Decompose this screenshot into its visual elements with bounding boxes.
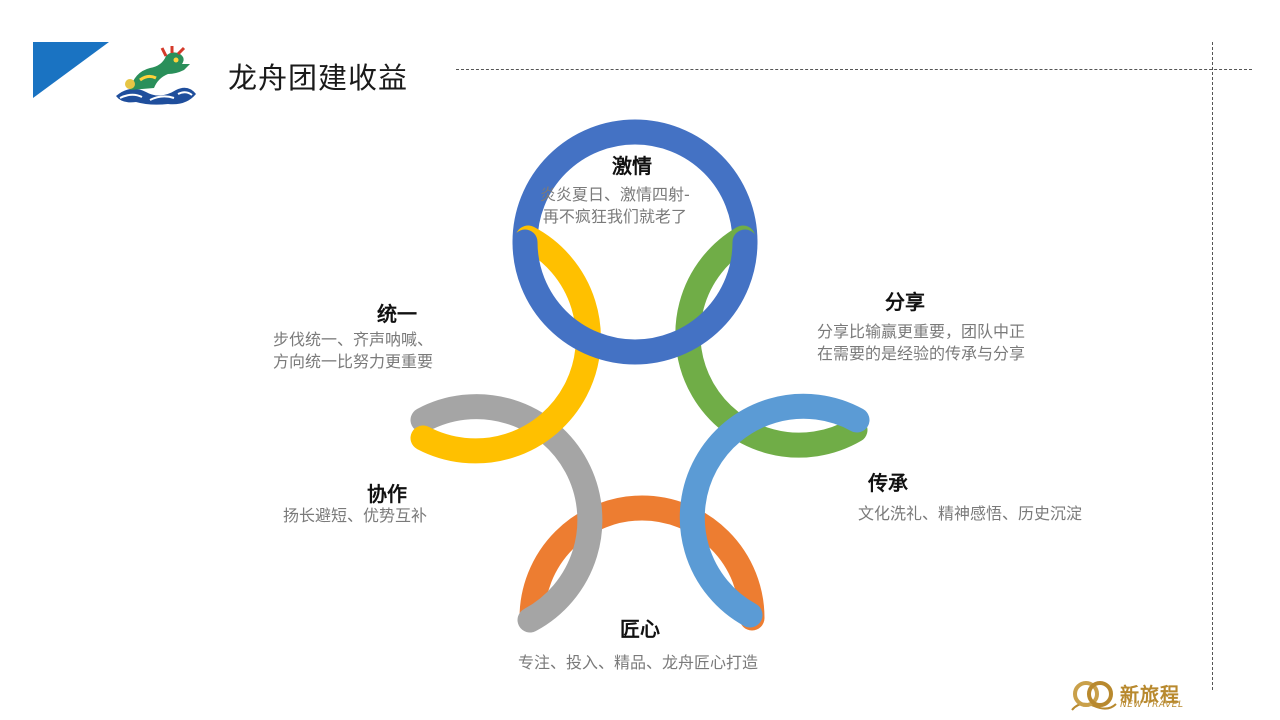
benefit-heading-passion: 激情	[612, 154, 652, 178]
benefit-desc-share: 分享比输赢更重要，团队中正 在需要的是经验的传承与分享	[817, 321, 1025, 365]
benefit-desc-line: 再不疯狂我们就老了	[542, 207, 687, 226]
benefit-desc-line: 炎炎夏日、激情四射-	[540, 185, 690, 204]
benefit-desc-craft: 专注、投入、精品、龙舟匠心打造	[518, 652, 758, 674]
dragon-boat-icon	[116, 46, 196, 105]
brand-name: 新旅程	[1120, 684, 1181, 706]
heart-rings-logo-icon	[1071, 681, 1117, 711]
benefit-desc-line: 在需要的是经验的传承与分享	[817, 344, 1026, 363]
benefit-desc-line: 专注、投入、精品、龙舟匠心打造	[518, 653, 759, 672]
slide-title: 龙舟团建收益	[228, 61, 409, 95]
ring-passion-underlap	[512, 119, 758, 255]
brand-subtitle: NEW TRAVEL	[1120, 700, 1184, 710]
benefit-heading-inherit: 传承	[868, 471, 908, 495]
benefit-desc-line: 步伐统一、齐声呐喊、	[273, 330, 434, 349]
corner-accent-shape	[33, 42, 109, 98]
benefit-heading-collab: 协作	[367, 482, 407, 506]
benefit-desc-line: 扬长避短、优势互补	[283, 506, 428, 525]
ring-craft	[519, 495, 765, 631]
ring-collab	[410, 394, 603, 633]
benefit-desc-inherit: 文化洗礼、精神感悟、历史沉淀	[858, 503, 1082, 525]
benefit-heading-unity: 统一	[377, 302, 417, 326]
ring-share	[675, 225, 868, 458]
right-divider	[1212, 42, 1213, 690]
benefit-desc-collab: 扬长避短、优势互补	[283, 505, 427, 527]
ring-passion	[512, 229, 758, 365]
benefit-heading-craft: 匠心	[620, 617, 660, 641]
benefit-desc-unity: 步伐统一、齐声呐喊、 方向统一比努力更重要	[273, 329, 433, 373]
benefit-desc-line: 分享比输赢更重要，团队中正	[817, 322, 1026, 341]
benefit-desc-line: 方向统一比努力更重要	[273, 352, 434, 371]
benefit-desc-passion: 炎炎夏日、激情四射- 再不疯狂我们就老了	[540, 184, 690, 228]
ring-inherit	[679, 393, 870, 628]
title-divider	[456, 69, 1252, 70]
benefit-desc-line: 文化洗礼、精神感悟、历史沉淀	[858, 504, 1083, 523]
ring-unity	[410, 225, 601, 464]
benefit-heading-share: 分享	[885, 290, 925, 314]
